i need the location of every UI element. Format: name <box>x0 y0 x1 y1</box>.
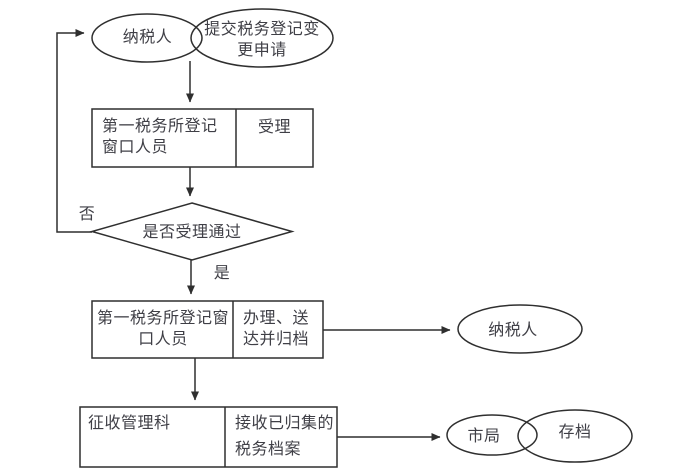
decision-label: 是否受理通过 <box>142 224 242 241</box>
step1-box <box>91 108 314 168</box>
decision-diamond <box>89 202 295 261</box>
output-taxpayer-ellipse <box>457 304 583 354</box>
submit-application-label: 提交税务登记变更申请 <box>204 21 320 59</box>
city-bureau-ellipse <box>446 414 538 456</box>
step2-action-label: 办理、送达并归档 <box>243 310 310 348</box>
step3-box <box>79 406 338 468</box>
step2-actor-label: 第一税务所登记窗口人员 <box>96 310 229 348</box>
step1-actor-label: 第一税务所登记窗口人员 <box>102 118 218 156</box>
city-bureau-label: 市局 <box>467 428 501 445</box>
submit-application-ellipse <box>190 8 334 68</box>
output-taxpayer-label: 纳税人 <box>488 322 538 339</box>
decision-yes-label: 是 <box>213 265 231 282</box>
step3-action-label: 接收已归集的税务档案 <box>235 415 335 458</box>
step1-action-label: 受理 <box>257 119 291 136</box>
connector-no-feedback <box>56 29 92 233</box>
decision-no-label: 否 <box>78 206 96 223</box>
step3-actor-label: 征收管理科 <box>88 415 171 432</box>
archive-label: 存档 <box>558 424 592 441</box>
archive-ellipse <box>517 409 633 463</box>
step2-box <box>91 300 324 359</box>
start-taxpayer-ellipse <box>91 13 203 63</box>
start-taxpayer-label: 纳税人 <box>122 29 173 46</box>
